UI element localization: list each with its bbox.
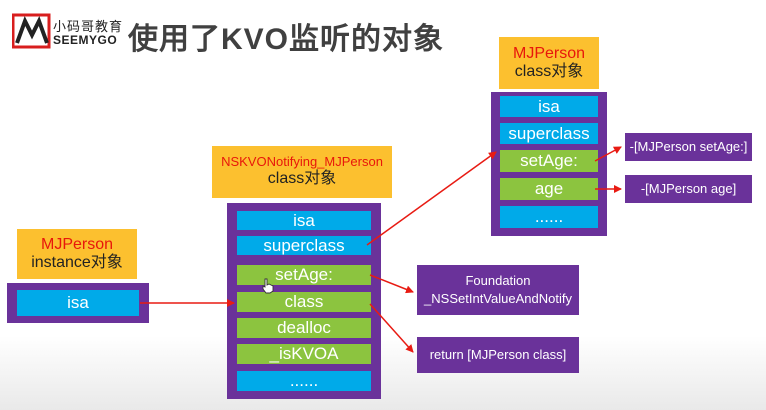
subclass-ellipsis-slot: ...... — [237, 371, 371, 391]
instance-isa-slot: isa — [17, 290, 139, 316]
subclass-object-frame: isa superclass setAge: class dealloc _is… — [227, 203, 381, 399]
notify-impl-line2: _NSSetIntValueAndNotify — [424, 291, 572, 306]
subclass-object-name: NSKVONotifying_MJPerson — [221, 154, 383, 170]
subclass-superclass-slot: superclass — [237, 236, 371, 255]
person-age-impl-text: -[MJPerson age] — [640, 181, 737, 197]
person-age-impl-box: -[MJPerson age] — [625, 175, 752, 203]
class-setage-slot: setAge: — [500, 150, 598, 172]
instance-object-frame: isa — [7, 283, 149, 323]
logo-chinese-text: 小码哥教育 — [53, 19, 124, 34]
logo-english-text: SEEMYGO — [53, 33, 118, 47]
subclass-object-label: NSKVONotifying_MJPerson class对象 — [212, 146, 392, 198]
page-title: 使用了KVO监听的对象 — [128, 23, 445, 56]
class-superclass-slot: superclass — [500, 123, 598, 144]
class-impl-text: return [MJPerson class] — [429, 347, 567, 363]
person-setage-impl-text: -[MJPerson setAge:] — [629, 139, 748, 155]
subclass-setage-slot: setAge: — [237, 265, 371, 285]
subclass-iskvoa-slot: _isKVOA — [237, 344, 371, 364]
hand-cursor-icon — [262, 278, 274, 294]
person-setage-impl-box: -[MJPerson setAge:] — [625, 133, 752, 161]
instance-object-name: MJPerson — [40, 235, 114, 253]
class-object-label: MJPerson class对象 — [499, 37, 599, 89]
instance-object-label: MJPerson instance对象 — [17, 229, 137, 279]
seemygo-logo-icon — [12, 13, 51, 49]
class-isa-slot: isa — [500, 96, 598, 117]
class-object-frame: isa superclass setAge: age ...... — [491, 92, 607, 236]
class-age-slot: age — [500, 178, 598, 200]
instance-object-kind: instance对象 — [31, 254, 123, 271]
class-impl-box: return [MJPerson class] — [417, 337, 579, 373]
class-ellipsis-slot: ...... — [500, 206, 598, 228]
notify-impl-line1: Foundation — [465, 273, 531, 289]
subclass-class-slot: class — [237, 292, 371, 312]
subclass-dealloc-slot: dealloc — [237, 318, 371, 338]
class-object-name: MJPerson — [512, 44, 586, 62]
class-object-kind: class对象 — [514, 63, 584, 80]
notify-impl-box: Foundation _NSSetIntValueAndNotify — [417, 265, 579, 315]
subclass-isa-slot: isa — [237, 211, 371, 230]
subclass-object-kind: class对象 — [267, 170, 337, 188]
